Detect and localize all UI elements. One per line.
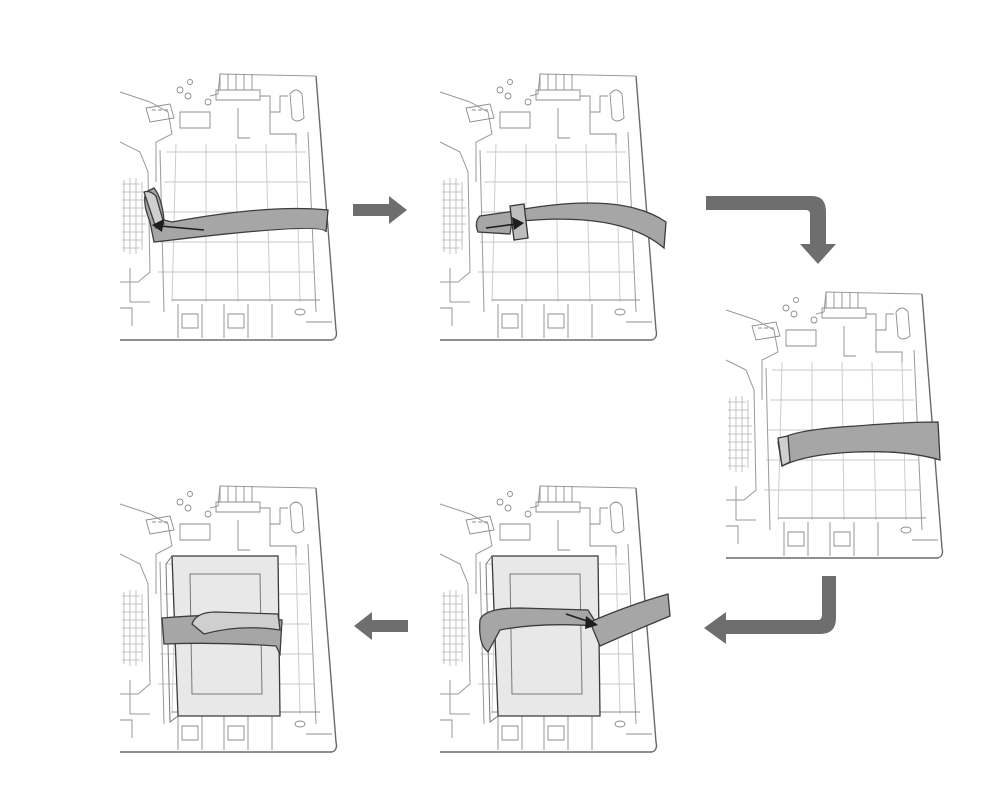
strap-direction-arrow — [152, 219, 205, 232]
step-1-panel — [119, 73, 338, 341]
strap-direction-arrow — [485, 217, 524, 230]
strap — [479, 593, 671, 653]
step-2-panel — [439, 73, 667, 341]
step-4-panel — [439, 485, 671, 753]
strap — [143, 187, 329, 243]
strap-direction-arrow — [565, 613, 598, 629]
arrow-left-icon — [354, 612, 408, 640]
arrow-right-icon — [353, 196, 407, 224]
step-5-panel — [119, 485, 338, 753]
strap — [777, 421, 941, 467]
arrow-turn-left-icon — [704, 576, 836, 644]
arrow-turn-down-icon — [706, 196, 836, 264]
strap — [161, 611, 283, 657]
battery — [485, 555, 601, 723]
step-3-panel — [725, 291, 944, 559]
